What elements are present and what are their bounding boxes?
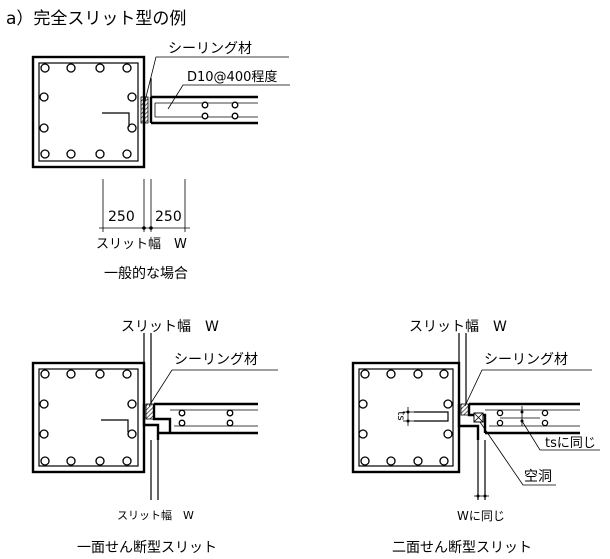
diagram-double-shear: ts tsに同じ — [351, 319, 600, 556]
column-b-outer — [31, 361, 146, 474]
label-ts: ts — [395, 411, 406, 420]
label-slit-width-a: スリット幅 W — [96, 237, 187, 252]
dim-250-left: 250 — [108, 209, 135, 225]
leader-rebar-a — [167, 84, 290, 110]
label-slit-width-c-top: スリット幅 W — [409, 319, 507, 335]
sealing-a — [140, 96, 149, 124]
column-c-hoop — [358, 368, 454, 467]
label-cavity: 空洞 — [524, 469, 552, 485]
column-b-rebars — [39, 369, 137, 466]
label-sealing-a: シーリング材 — [168, 41, 252, 57]
ts-dimension — [403, 407, 414, 426]
column-a-hoop — [38, 62, 139, 162]
label-sealing-c: シーリング材 — [484, 352, 568, 368]
wall-a — [149, 95, 258, 125]
leader-sealing-a — [144, 56, 289, 102]
label-w-same: Wに同じ — [457, 509, 505, 523]
label-ts-same: tsに同じ — [545, 436, 596, 451]
column-b-hoop — [38, 368, 139, 467]
caption-b: 一面せん断型スリット — [77, 540, 217, 556]
caption-a: 一般的な場合 — [104, 266, 188, 282]
wall-b — [154, 402, 258, 435]
dim-250-right: 250 — [155, 209, 182, 225]
figure-title: a）完全スリット型の例 — [6, 9, 186, 29]
notch-c — [414, 411, 449, 422]
column-c-rebars — [358, 369, 453, 466]
diagram-single-shear: シーリング材 スリット幅 W スリット幅 W 一面せん断型スリット — [31, 319, 278, 556]
anchor-bar-b — [101, 419, 129, 432]
caption-c: 二面せん断型スリット — [392, 540, 532, 556]
slit-step-c-left — [457, 404, 480, 440]
leader-cavity — [479, 421, 556, 486]
slit-step-b-right — [152, 404, 172, 433]
dimension-a — [99, 179, 190, 232]
ts-same-dimension — [520, 406, 600, 451]
diagram-general: シーリング材 D10@400程度 250 250 スリット幅 W 一般的な場合 — [31, 41, 290, 282]
column-a-rebars — [39, 63, 137, 159]
leader-sealing-c — [464, 369, 592, 407]
label-sealing-b: シーリング材 — [174, 352, 258, 368]
leader-sealing-b — [148, 369, 278, 407]
label-rebar-a: D10@400程度 — [187, 69, 277, 85]
label-slit-width-b-bottom: スリット幅 W — [117, 509, 194, 522]
anchor-bar-a — [102, 112, 130, 127]
wall-c — [469, 402, 580, 435]
label-slit-width-b-top: スリット幅 W — [121, 319, 219, 335]
